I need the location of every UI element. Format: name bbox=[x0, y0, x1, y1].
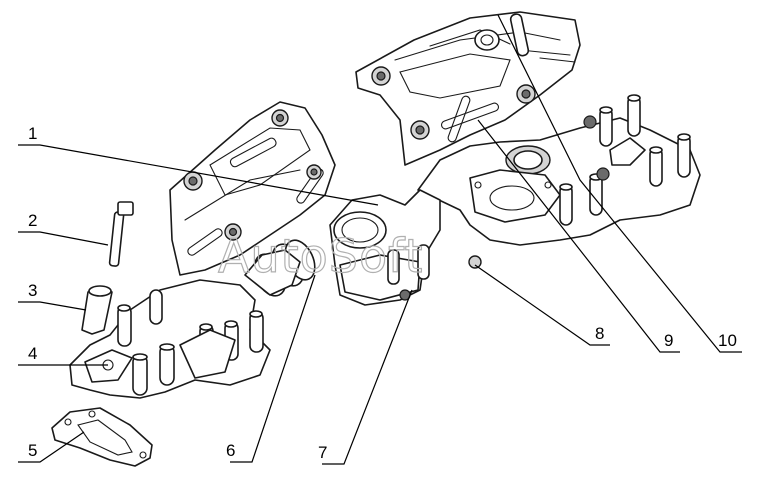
callout-9: 9 bbox=[664, 331, 673, 350]
heat-shield-right bbox=[355, 11, 581, 166]
gasket bbox=[51, 407, 153, 467]
exhaust-manifold-front bbox=[69, 279, 271, 399]
callout-1: 1 bbox=[28, 124, 37, 143]
callout-5: 5 bbox=[28, 441, 37, 460]
callout-7: 7 bbox=[318, 443, 327, 462]
callout-10: 10 bbox=[718, 331, 737, 350]
watermark: AutoSoft bbox=[218, 229, 424, 283]
exhaust-manifold-rear bbox=[417, 94, 701, 246]
leader-lines bbox=[18, 14, 742, 465]
spacer-sleeve bbox=[81, 285, 113, 335]
callout-6: 6 bbox=[226, 441, 235, 460]
exhaust-manifold-center bbox=[329, 189, 482, 306]
callout-labels: 1 2 3 4 5 6 7 8 9 10 bbox=[28, 124, 737, 462]
callout-2: 2 bbox=[28, 211, 37, 230]
bolt bbox=[108, 201, 134, 267]
callout-8: 8 bbox=[595, 324, 604, 343]
callout-4: 4 bbox=[28, 344, 37, 363]
callout-3: 3 bbox=[28, 281, 37, 300]
heat-shield-left bbox=[169, 101, 336, 276]
sealing-rings bbox=[244, 239, 316, 297]
